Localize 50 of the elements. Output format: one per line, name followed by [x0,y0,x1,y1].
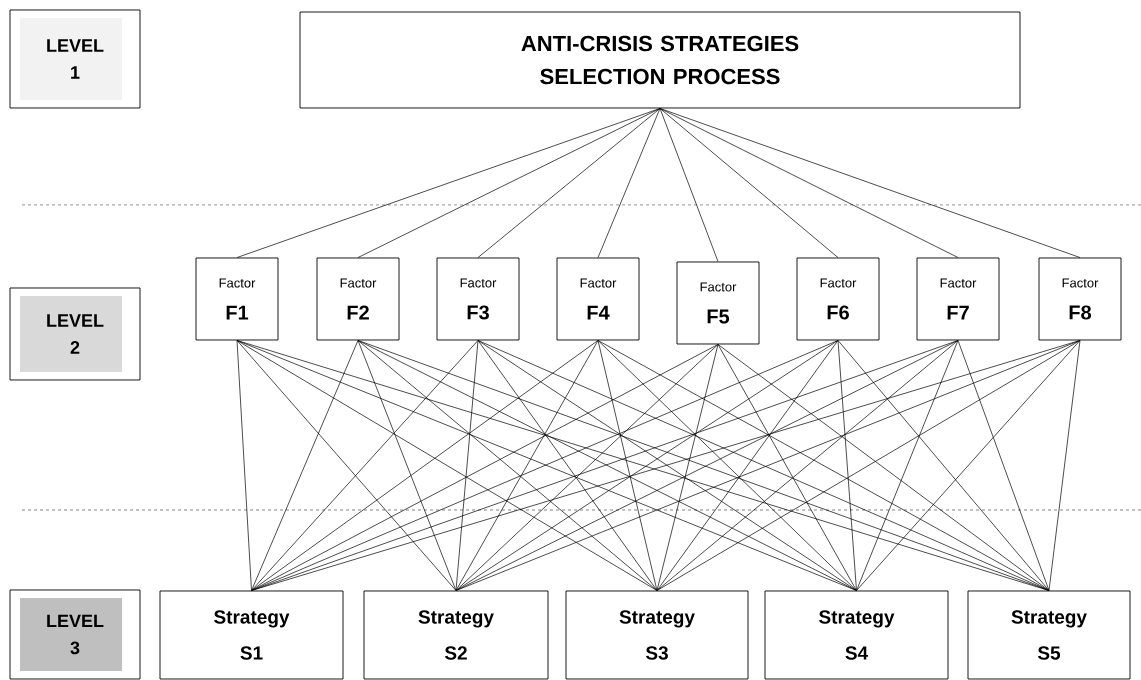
connector-line [957,340,1050,591]
connector-line [357,340,658,591]
factor-box: Factor F5 [676,261,760,345]
connector-line [656,344,719,591]
connector-line [236,340,658,591]
connector-line [597,340,857,591]
connector-line [659,108,719,262]
title-box: ANTI-CRISIS STRATEGIES SELECTION PROCESS [299,11,1021,109]
connector-line [856,340,959,591]
connector-line [597,340,1050,591]
connector-line [455,340,479,591]
connector-line [597,340,658,591]
connector-line [597,108,661,258]
connector-line [837,340,1050,591]
connector-line [357,108,661,258]
connector-line [251,340,359,591]
connector-line [837,340,857,591]
factor-box: Factor F2 [316,257,400,341]
connector-line [455,340,599,591]
strategy-box: Strategy S4 [764,590,949,680]
connector-line [477,108,661,258]
factor-box: Factor F8 [1038,257,1122,341]
connector-line [656,340,1081,591]
connector-line [717,344,857,591]
connector-line [236,340,252,591]
connector-line [251,344,719,591]
level-box: LEVEL 2 [9,287,141,381]
level-box: LEVEL 1 [9,9,141,109]
factor-box: Factor F4 [556,257,640,341]
factor-box: Factor F6 [796,257,880,341]
connector-line [856,340,1081,591]
connector-line [357,340,457,591]
connector-line [656,340,839,591]
connector-line [455,344,719,591]
strategy-box: Strategy S1 [159,590,344,680]
factor-box: Factor F7 [916,257,1000,341]
level-box: LEVEL 3 [9,589,141,680]
factor-box: Factor F3 [436,257,520,341]
connector-line [659,108,1081,258]
strategy-box: Strategy S3 [565,590,749,680]
connector-line [251,340,479,591]
connector-line [236,340,457,591]
connector-line [1048,340,1081,591]
connector-line [656,340,959,591]
connector-line [251,340,599,591]
factor-box: Factor F1 [195,257,279,341]
strategy-box: Strategy S2 [363,590,549,680]
connector-line [477,340,658,591]
connector-line [659,108,839,258]
strategy-box: Strategy S5 [967,590,1131,680]
